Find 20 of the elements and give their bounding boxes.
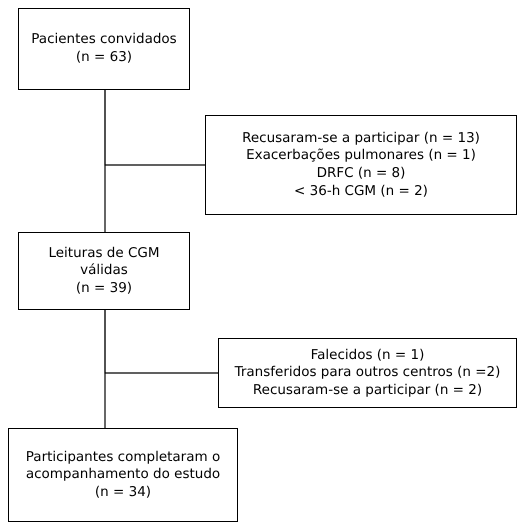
box-text: Pacientes convidados [31,31,177,49]
box-text: Transferidos para outros centros (n =2) [234,364,500,382]
connector-line [104,90,106,232]
box-text: Recusaram-se a participar (n = 13) [242,130,480,148]
process-box [218,338,517,408]
box-text: Falecidos (n = 1) [310,346,424,364]
box-text: (n = 34) [94,484,152,502]
box-text: Exacerbações pulmonares (n = 1) [246,147,476,165]
box-text: DRFC (n = 8) [316,165,406,183]
box-text: (n = 63) [76,49,132,67]
box-text: Recusaram-se a participar (n = 2) [252,382,482,400]
connector-line [104,310,106,428]
box-text: Participantes completaram o acompanhamento do estudo [24,448,222,484]
process-box [205,115,517,215]
box-text: < 36-h CGM (n = 2) [294,182,428,200]
box-text: (n = 39) [76,280,132,298]
process-box [18,232,190,310]
box-text: Leituras de CGM válidas [47,244,161,280]
process-box [18,8,190,90]
process-box [8,428,238,522]
